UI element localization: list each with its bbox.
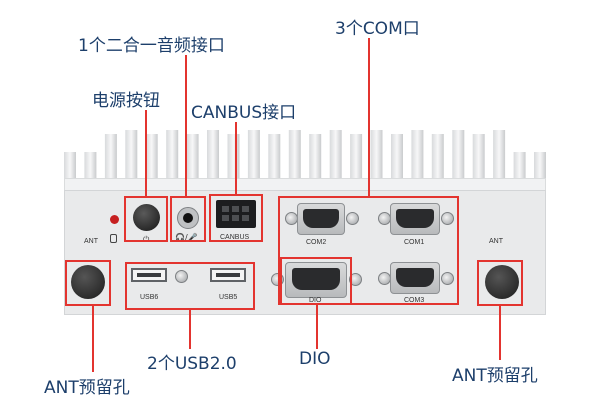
heatsink-fin [534, 152, 546, 180]
line-audio-v [185, 55, 187, 196]
heatsink-fin [166, 130, 179, 180]
usb5-text: USB5 [219, 294, 238, 301]
power-icon: ⏻ [143, 235, 150, 244]
audio-icons: 🎧/🎤 [175, 233, 198, 242]
heatsink-fin [268, 134, 281, 180]
highlight-dio [280, 257, 352, 305]
heatsink-fin [472, 134, 485, 180]
line-dio [316, 305, 318, 349]
heatsink-fin [309, 134, 322, 180]
com1-text: COM1 [404, 239, 425, 246]
heatsink-fins [64, 130, 546, 180]
ant-left-text: ANT [84, 238, 98, 245]
ant-right-hole [485, 265, 519, 299]
line-ant-right [499, 306, 501, 360]
heatsink-fin [288, 130, 301, 180]
power-led [110, 215, 119, 224]
com2-port[interactable] [297, 203, 345, 235]
dio-text: DIO [309, 297, 322, 304]
highlight-canbus [209, 194, 263, 242]
highlight-usb [125, 262, 255, 310]
heatsink-fin [350, 134, 363, 180]
highlight-audio [170, 196, 206, 242]
ant-left-hole [71, 265, 105, 299]
heatsink-fin [227, 134, 240, 180]
callout-usb: 2个USB2.0 [147, 354, 237, 374]
callout-dio: DIO [299, 349, 331, 369]
com1-port[interactable] [390, 203, 440, 235]
heatsink-fin [493, 130, 506, 180]
usb5-port[interactable] [210, 268, 246, 282]
line-usb [189, 310, 191, 349]
heatsink-fin [186, 134, 199, 180]
heatsink-fin [370, 130, 383, 180]
heatsink-fin [145, 134, 158, 180]
heatsink-fin [411, 130, 424, 180]
heatsink-fin [513, 152, 526, 180]
callout-canbus: CANBUS接口 [191, 103, 297, 123]
heatsink-fin [247, 130, 260, 180]
heatsink-fin [84, 152, 97, 180]
power-button[interactable] [133, 204, 160, 231]
usb-screw [175, 270, 188, 283]
heatsink-fin [452, 130, 465, 180]
heatsink-fin [431, 134, 444, 180]
callout-audio-port: 1个二合一音频接口 [78, 36, 225, 56]
dio-port[interactable] [285, 262, 347, 298]
highlight-power [124, 196, 168, 242]
usb6-text: USB6 [140, 294, 159, 301]
callout-ant-left: ANT预留孔 [44, 378, 130, 398]
ant-right-text: ANT [489, 238, 503, 245]
highlight-ant-right [477, 260, 523, 306]
heatsink-fin [391, 134, 403, 180]
line-power [145, 110, 147, 196]
dio-screw-right [349, 273, 362, 286]
highlight-ant-left [65, 260, 111, 306]
heatsink-fin [207, 130, 219, 180]
heatsink-fin [104, 134, 117, 180]
com1-screw-right [441, 212, 454, 225]
canbus-text: CANBUS [220, 234, 250, 241]
highlight-com-group [278, 196, 459, 305]
com2-text: COM2 [306, 239, 327, 246]
callout-ant-right: ANT预留孔 [452, 366, 538, 386]
com3-screw-right [441, 272, 454, 285]
callout-com-ports: 3个COM口 [335, 19, 420, 39]
heatsink-fin [329, 130, 342, 180]
heatsink-fin [64, 152, 76, 180]
heatsink-fin [125, 130, 138, 180]
line-ant-left [92, 306, 94, 372]
com3-port[interactable] [390, 262, 440, 294]
com2-screw-right [346, 212, 359, 225]
callout-power-button: 电源按钮 [92, 91, 160, 111]
com3-text: COM3 [404, 297, 425, 304]
canbus-connector[interactable] [216, 200, 256, 228]
hdd-icon [110, 234, 117, 243]
audio-jack[interactable] [177, 207, 199, 229]
usb6-port[interactable] [131, 268, 167, 282]
line-com [368, 38, 370, 196]
line-canbus [235, 122, 237, 194]
